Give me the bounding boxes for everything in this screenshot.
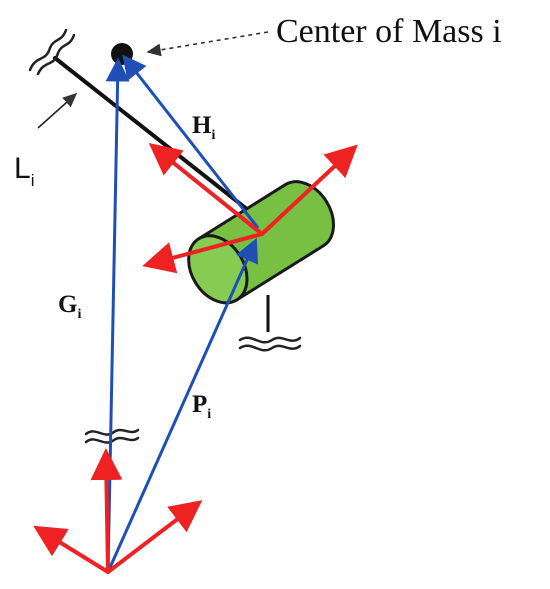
link-label-leader xyxy=(37,92,78,129)
center-of-mass-label: Center of Mass i xyxy=(276,13,502,50)
g-vector-arrow xyxy=(105,57,130,573)
g-vector-label: Gi xyxy=(58,291,81,322)
h-vector-label: Hi xyxy=(192,112,215,143)
motor-break-mark xyxy=(238,336,302,352)
motor-cylinder xyxy=(187,180,335,305)
h-vector-arrow xyxy=(122,54,260,229)
motor-frame-axes xyxy=(142,142,358,274)
p-vector-arrow xyxy=(106,237,259,573)
link-line xyxy=(53,56,250,212)
g-vector-break-mark xyxy=(84,428,140,444)
link-label: Li xyxy=(14,152,34,190)
p-vector-label: Pi xyxy=(192,391,211,422)
top-left-break-mark xyxy=(28,28,76,76)
base-frame-axes xyxy=(33,448,203,574)
center-of-mass-leader xyxy=(146,31,269,57)
